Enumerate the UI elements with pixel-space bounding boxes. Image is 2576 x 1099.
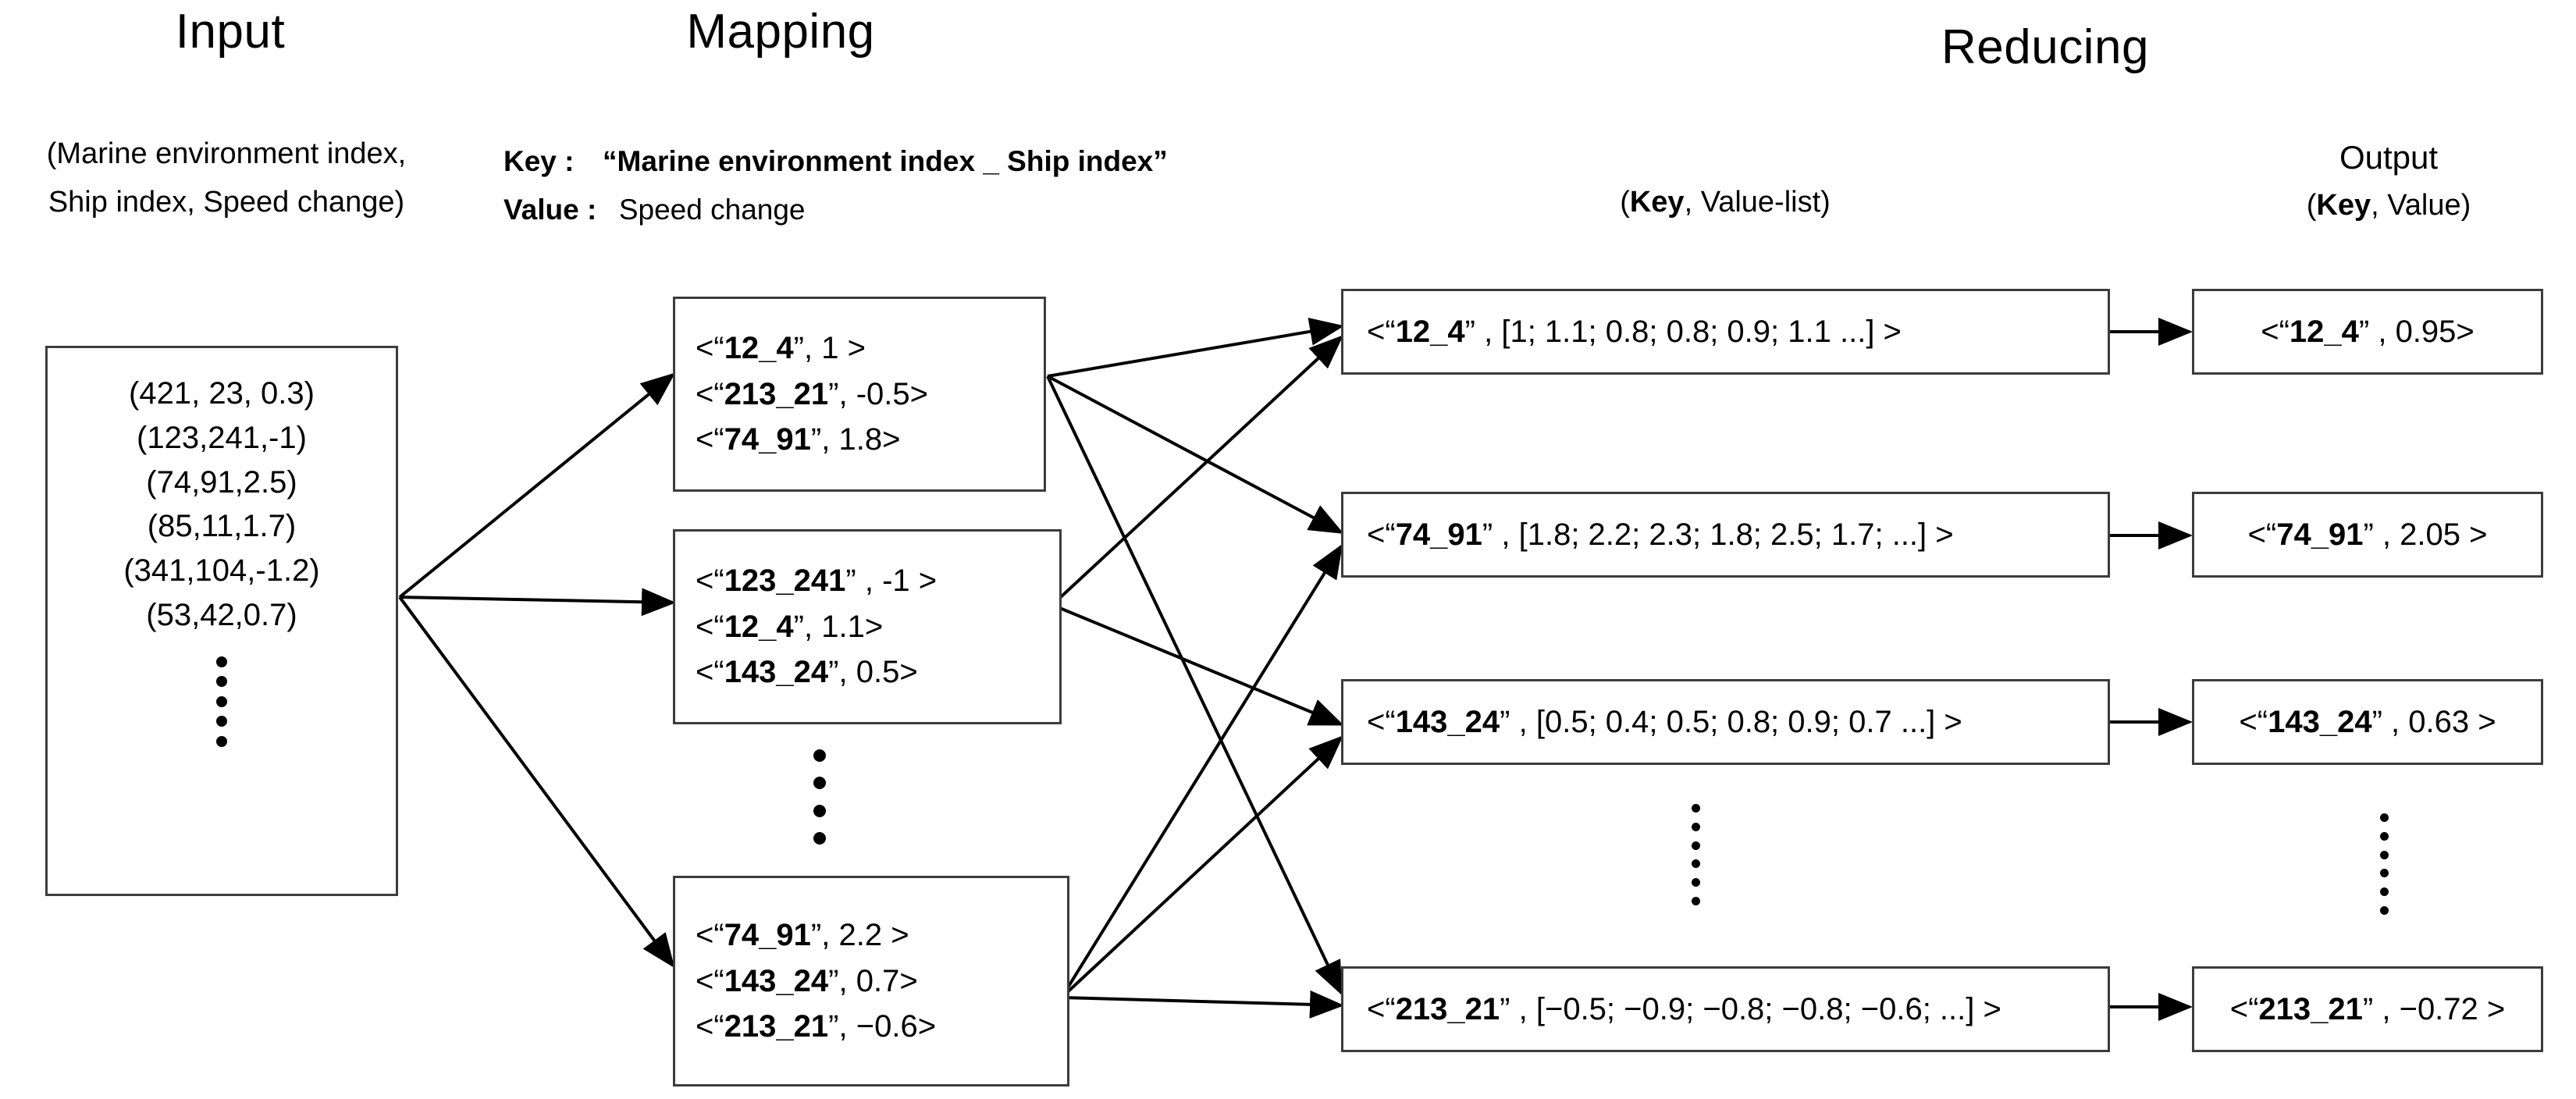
arrow-map3-to-red4 <box>1061 990 1344 1019</box>
mapping-pair-key: 213_21 <box>724 376 829 411</box>
reducing-pair-list: [1.8; 2.2; 2.3; 1.8; 2.5; 1.7; ...] <box>1518 517 1927 552</box>
output-pair-key: 143_24 <box>2268 704 2372 739</box>
reducing-pair-key: 213_21 <box>1395 991 1500 1026</box>
output-pair-key: 213_21 <box>2258 991 2363 1026</box>
output-pair-value: 0.95 <box>2395 314 2457 349</box>
reducing-pair: <“74_91” , [1.8; 2.2; 2.3; 1.8; 2.5; 1.7… <box>1367 517 1954 552</box>
mapping-pair: <“12_4”, 1.1> <box>696 609 884 644</box>
mapping-ellipsis-icon <box>808 749 831 845</box>
mapping-pair-value: 0.5 <box>856 655 900 690</box>
output-box-3: <“143_24” , 0.63 > <box>2192 679 2543 765</box>
reducing-box-3: <“143_24” , [0.5; 0.4; 0.5; 0.8; 0.9; 0.… <box>1341 679 2110 765</box>
output-ellipsis-icon <box>2375 813 2393 915</box>
mapping-pair-key: 143_24 <box>724 655 829 690</box>
reducing-pair-list: [1; 1.1; 0.8; 0.8; 0.9; 1.1 ...] <box>1501 314 1875 349</box>
mapping-pair: <“123_241” , -1 > <box>696 564 938 599</box>
output-box-4: <“213_21” , −0.72 > <box>2192 966 2543 1052</box>
output-pair: <“12_4” , 0.95> <box>2261 314 2475 349</box>
mapping-pair: <“74_91”, 2.2 > <box>696 918 909 953</box>
output-title: Output <box>2339 139 2439 176</box>
mapping-pair-value: -1 <box>873 564 919 599</box>
reducing-pair: <“213_21” , [−0.5; −0.9; −0.8; −0.8; −0.… <box>1367 991 2001 1026</box>
reducing-column-label-text: Value-list <box>1700 186 1821 219</box>
input-caption-line1: (Marine environment index, <box>46 137 407 170</box>
input-caption-line2: Ship index, Speed change) <box>48 186 405 219</box>
input-row: (421, 23, 0.3) <box>129 376 315 411</box>
output-pair-key: 74_91 <box>2276 517 2364 552</box>
mapping-pair-key: 74_91 <box>724 422 811 457</box>
input-row: (74,91,2.5) <box>146 464 297 500</box>
page-title-input: Input <box>175 5 286 59</box>
reducing-pair-list: [−0.5; −0.9; −0.8; −0.8; −0.6; ...] <box>1535 991 1975 1026</box>
reducing-pair-key: 74_91 <box>1395 517 1482 552</box>
reducing-pair: <“12_4” , [1; 1.1; 0.8; 0.8; 0.9; 1.1 ..… <box>1367 314 1902 349</box>
output-box-2: <“74_91” , 2.05 > <box>2192 492 2543 578</box>
mapping-pair-value: −0.6 <box>856 1009 918 1044</box>
output-pair-value: −0.72 <box>2399 991 2487 1026</box>
reducing-pair-key: 143_24 <box>1395 704 1500 739</box>
mapping-pair-value: -0.5 <box>856 376 910 411</box>
input-ellipsis-icon <box>210 656 233 747</box>
arrow-input-to-map3 <box>398 596 675 969</box>
mapping-pair: <“143_24”, 0.7> <box>696 963 918 998</box>
reducing-pair-key: 12_4 <box>1395 314 1465 349</box>
mapping-value-legend: Value : Speed change <box>503 187 806 232</box>
reducing-ellipsis-icon <box>1686 804 1705 905</box>
output-pair-value: 0.63 <box>2408 704 2478 739</box>
output-pair: <“143_24” , 0.63 > <box>2239 704 2496 739</box>
mapping-key-value: “Marine environment index _ Ship index” <box>603 145 1168 177</box>
mapping-pair-value: 1.1 <box>821 609 865 644</box>
mapping-box-3: <“74_91”, 2.2 > <“143_24”, 0.7> <“213_21… <box>673 876 1069 1087</box>
output-pair-value: 2.05 <box>2400 517 2470 552</box>
reducing-column-label: (Key, Value-list) <box>1620 186 1831 219</box>
reducing-pair-list: [0.5; 0.4; 0.5; 0.8; 0.9; 0.7 ...] <box>1535 704 1936 739</box>
mapping-pair-value: 0.7 <box>856 963 900 998</box>
mapping-pair: <“12_4”, 1 > <box>696 331 866 366</box>
reducing-box-1: <“12_4” , [1; 1.1; 0.8; 0.8; 0.9; 1.1 ..… <box>1341 289 2110 375</box>
mapping-pair: <“213_21”, -0.5> <box>696 376 929 411</box>
arrow-input-to-map1 <box>398 372 676 599</box>
page-title-reducing: Reducing <box>1941 20 2149 74</box>
arrow-map1-to-red4 <box>1046 375 1343 996</box>
mapping-pair-key: 74_91 <box>724 918 811 953</box>
mapping-pair-key: 123_241 <box>724 564 846 599</box>
mapping-box-1: <“12_4”, 1 > <“213_21”, -0.5> <“74_91”, … <box>673 297 1046 492</box>
arrow-map3-to-red2 <box>1060 543 1343 999</box>
mapping-pair: <“143_24”, 0.5> <box>696 655 918 690</box>
arrow-map1-to-red2 <box>1047 375 1344 534</box>
arrow-input-to-map2 <box>399 588 676 617</box>
output-pair: <“213_21” , −0.72 > <box>2229 991 2506 1026</box>
output-column-label: (Key, Value) <box>2306 189 2471 222</box>
input-row: (341,104,-1.2) <box>123 553 320 589</box>
mapping-pair-key: 12_4 <box>724 609 794 644</box>
input-row: (53,42,0.7) <box>146 597 297 632</box>
mapping-value-label: Value : <box>503 194 597 226</box>
mapping-pair: <“74_91”, 1.8> <box>696 422 901 457</box>
mapping-pair-value: 1 <box>821 331 848 366</box>
mapping-pair-value: 1.8 <box>838 422 883 457</box>
output-pair: <“74_91” , 2.05 > <box>2247 517 2488 552</box>
output-pair-key: 12_4 <box>2289 314 2359 349</box>
page-title-mapping: Mapping <box>686 5 875 59</box>
arrow-map2-to-red1 <box>1051 335 1343 606</box>
reducing-box-2: <“74_91” , [1.8; 2.2; 2.3; 1.8; 2.5; 1.7… <box>1341 492 2110 578</box>
arrow-map2-to-red3 <box>1051 603 1344 726</box>
mapping-pair-key: 12_4 <box>724 331 794 366</box>
mapping-key-legend: Key : “Marine environment index _ Ship i… <box>503 139 1168 183</box>
input-row: (123,241,-1) <box>137 420 307 455</box>
mapping-pair-key: 143_24 <box>724 963 829 998</box>
mapping-key-label: Key : <box>503 145 575 177</box>
output-box-1: <“12_4” , 0.95> <box>2192 289 2543 375</box>
input-row: (85,11,1.7) <box>147 509 297 544</box>
mapping-pair-key: 213_21 <box>724 1009 829 1044</box>
arrow-map1-to-red1 <box>1047 317 1344 378</box>
reducing-pair: <“143_24” , [0.5; 0.4; 0.5; 0.8; 0.9; 0.… <box>1367 704 1962 739</box>
reducing-box-4: <“213_21” , [−0.5; −0.9; −0.8; −0.8; −0.… <box>1341 966 2110 1052</box>
arrow-map3-to-red3 <box>1060 735 1343 999</box>
mapping-pair: <“213_21”, −0.6> <box>696 1009 937 1044</box>
input-box: (421, 23, 0.3) (123,241,-1) (74,91,2.5) … <box>45 346 398 896</box>
mapping-value-value: Speed change <box>618 194 806 226</box>
mapping-pair-value: 2.2 <box>838 918 891 953</box>
mapping-box-2: <“123_241” , -1 > <“12_4”, 1.1> <“143_24… <box>673 529 1062 724</box>
